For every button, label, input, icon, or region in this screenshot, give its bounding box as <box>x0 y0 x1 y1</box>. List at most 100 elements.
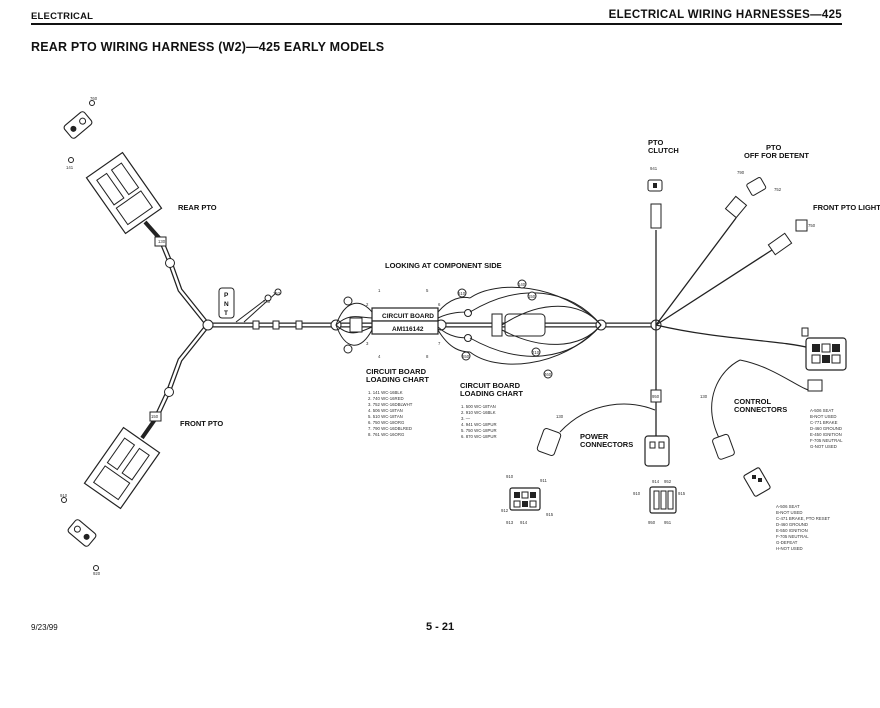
power-plug-icon <box>801 327 809 337</box>
legend-row: B-NOT USED <box>810 414 836 419</box>
wire-number: 912 <box>501 508 509 513</box>
wire-number: 951 <box>664 520 672 525</box>
wire-number: 914 <box>520 520 528 525</box>
rear-pto-label: REAR PTO <box>178 203 217 212</box>
component-side-label: LOOKING AT COMPONENT SIDE <box>385 261 502 270</box>
pto-clutch-label-1: PTO <box>648 138 663 147</box>
power-connector-face <box>509 487 541 511</box>
wire-number: 760 <box>90 96 98 101</box>
pto-off-label-2: OFF FOR DETENT <box>744 151 809 160</box>
wire-number: 3 <box>366 341 369 346</box>
legend-row: E-450 IGNITION <box>810 432 842 437</box>
header-rule <box>31 23 842 25</box>
legend-row: A-506 SEAT <box>810 408 834 413</box>
wire-number: 915 <box>546 512 554 517</box>
wire-number: 150 <box>528 294 536 299</box>
page-title: REAR PTO WIRING HARNESS (W2)—425 EARLY M… <box>31 40 385 54</box>
chart2-row: 1. 500 WC-18TAN <box>461 404 496 409</box>
wire-number: 130 <box>158 239 166 244</box>
wire-number: 140 <box>518 282 526 287</box>
wire-number: 952 <box>664 479 672 484</box>
chart2-row: 2. 910 WC-16BLK <box>461 410 496 415</box>
wire-number-tags: 760 141 910 920 130 150 941 790 752 750 … <box>60 96 816 576</box>
wire-number: 7 <box>438 341 441 346</box>
wire-number: 790 <box>737 170 745 175</box>
footer-date: 9/23/99 <box>31 623 58 632</box>
chart1-row: 8. 761 WC-16ORG <box>368 432 405 437</box>
wire-number: 920 <box>93 571 101 576</box>
pnt-t: T <box>224 310 228 317</box>
chart1-row: 3. 752 WC-16DBLWHT <box>368 402 413 407</box>
loading-chart-2: CIRCUIT BOARD LOADING CHART 1. 500 WC-18… <box>460 381 523 439</box>
wire-number: 150 <box>151 414 159 419</box>
legend-row: B-NOT USED <box>776 510 802 515</box>
legend-row: H-NOT USED <box>776 546 803 551</box>
control-connectors-label-2: CONNECTORS <box>734 405 787 414</box>
control-connector-face <box>649 486 677 514</box>
right-branches <box>536 177 847 467</box>
chart2-title-1: CIRCUIT BOARD <box>460 381 521 390</box>
control-connector-legend: A-506 SEAT B-NOT USED C-771 BRAKE D-460 … <box>810 408 843 449</box>
chart1-title-1: CIRCUIT BOARD <box>366 367 427 376</box>
control-plug-icon <box>743 467 771 497</box>
legend-row: G-DEFEAT <box>776 540 798 545</box>
chart1-row: 2. 740 WC-16RED <box>368 396 404 401</box>
wire-number: 752 <box>774 187 782 192</box>
wire-number: 550 <box>462 354 470 359</box>
wire-number: 941 <box>650 166 658 171</box>
wire-number: 740 <box>263 299 271 304</box>
wire-number: 914 <box>652 479 660 484</box>
legend-row: C-471 BRAKE, PTO RESET <box>776 516 831 521</box>
wire-number: 5 <box>426 288 429 293</box>
wire-number: 752 <box>273 291 281 296</box>
wire-number: 510 <box>458 291 466 296</box>
wire-number: 1 <box>378 288 381 293</box>
wire-number: 130 <box>700 394 708 399</box>
wire-number: 4 <box>378 354 381 359</box>
section-header: ELECTRICAL <box>31 11 94 22</box>
legend-row: F-705 NEUTRAL <box>810 438 843 443</box>
chart1-title-2: LOADING CHART <box>366 375 429 384</box>
chart2-row: 4. 941 WC-18PUR <box>461 422 497 427</box>
front-pto-connector <box>83 411 162 510</box>
legend-row: F-705 NEUTRAL <box>776 534 809 539</box>
circuit-board <box>335 288 546 361</box>
rear-pto-connector <box>85 151 167 247</box>
chapter-header: ELECTRICAL WIRING HARNESSES—425 <box>608 9 842 21</box>
pnt-p: P <box>224 292 229 299</box>
wire-number: 913 <box>506 520 514 525</box>
wire-number: 950 <box>648 520 656 525</box>
wire-number: 911 <box>540 478 547 483</box>
wire-number: 2 <box>366 302 369 307</box>
rear-pto-switch-icon <box>63 100 95 163</box>
chart2-title-2: LOADING CHART <box>460 389 523 398</box>
chart1-row: 1. 141 WC-16BLK <box>368 390 403 395</box>
pto-off-label-1: PTO <box>766 143 781 152</box>
wire-number: 910 <box>506 474 514 479</box>
legend-row: E-550 IGNITION <box>776 528 808 533</box>
wire-loop-bundle <box>469 279 602 379</box>
loading-chart-1: CIRCUIT BOARD LOADING CHART 1. 141 WC-16… <box>366 367 429 437</box>
circuit-board-label: CIRCUIT BOARD <box>382 313 434 320</box>
wire-number: 915 <box>678 491 686 496</box>
front-pto-light-label: FRONT PTO LIGHT <box>813 203 880 212</box>
legend-row: D-460 GROUND <box>776 522 808 527</box>
power-connector-legend: A-506 SEAT B-NOT USED C-471 BRAKE, PTO R… <box>776 504 831 551</box>
wire-number: 910 <box>60 493 68 498</box>
wire-number: 950 <box>652 394 660 399</box>
chart2-row: 5. 750 WC-18PUR <box>461 428 497 433</box>
wire-number: 8 <box>426 354 429 359</box>
pnt-n: N <box>224 301 229 308</box>
legend-row: D-460 GROUND <box>810 426 842 431</box>
wire-number: 6 <box>438 302 441 307</box>
pto-clutch-label-2: CLUTCH <box>648 146 679 155</box>
part-number-label: AM116142 <box>392 326 424 333</box>
legend-row: G-NOT USED <box>810 444 837 449</box>
chart2-row: 6. 870 WC-18PUR <box>461 434 497 439</box>
control-connectors-label-1: CONTROL <box>734 397 771 406</box>
pnt-connector <box>218 287 282 323</box>
legend-row: A-506 SEAT <box>776 504 800 509</box>
front-pto-label: FRONT PTO <box>180 419 223 428</box>
chart1-row: 6. 750 WC-18ORG <box>368 420 405 425</box>
